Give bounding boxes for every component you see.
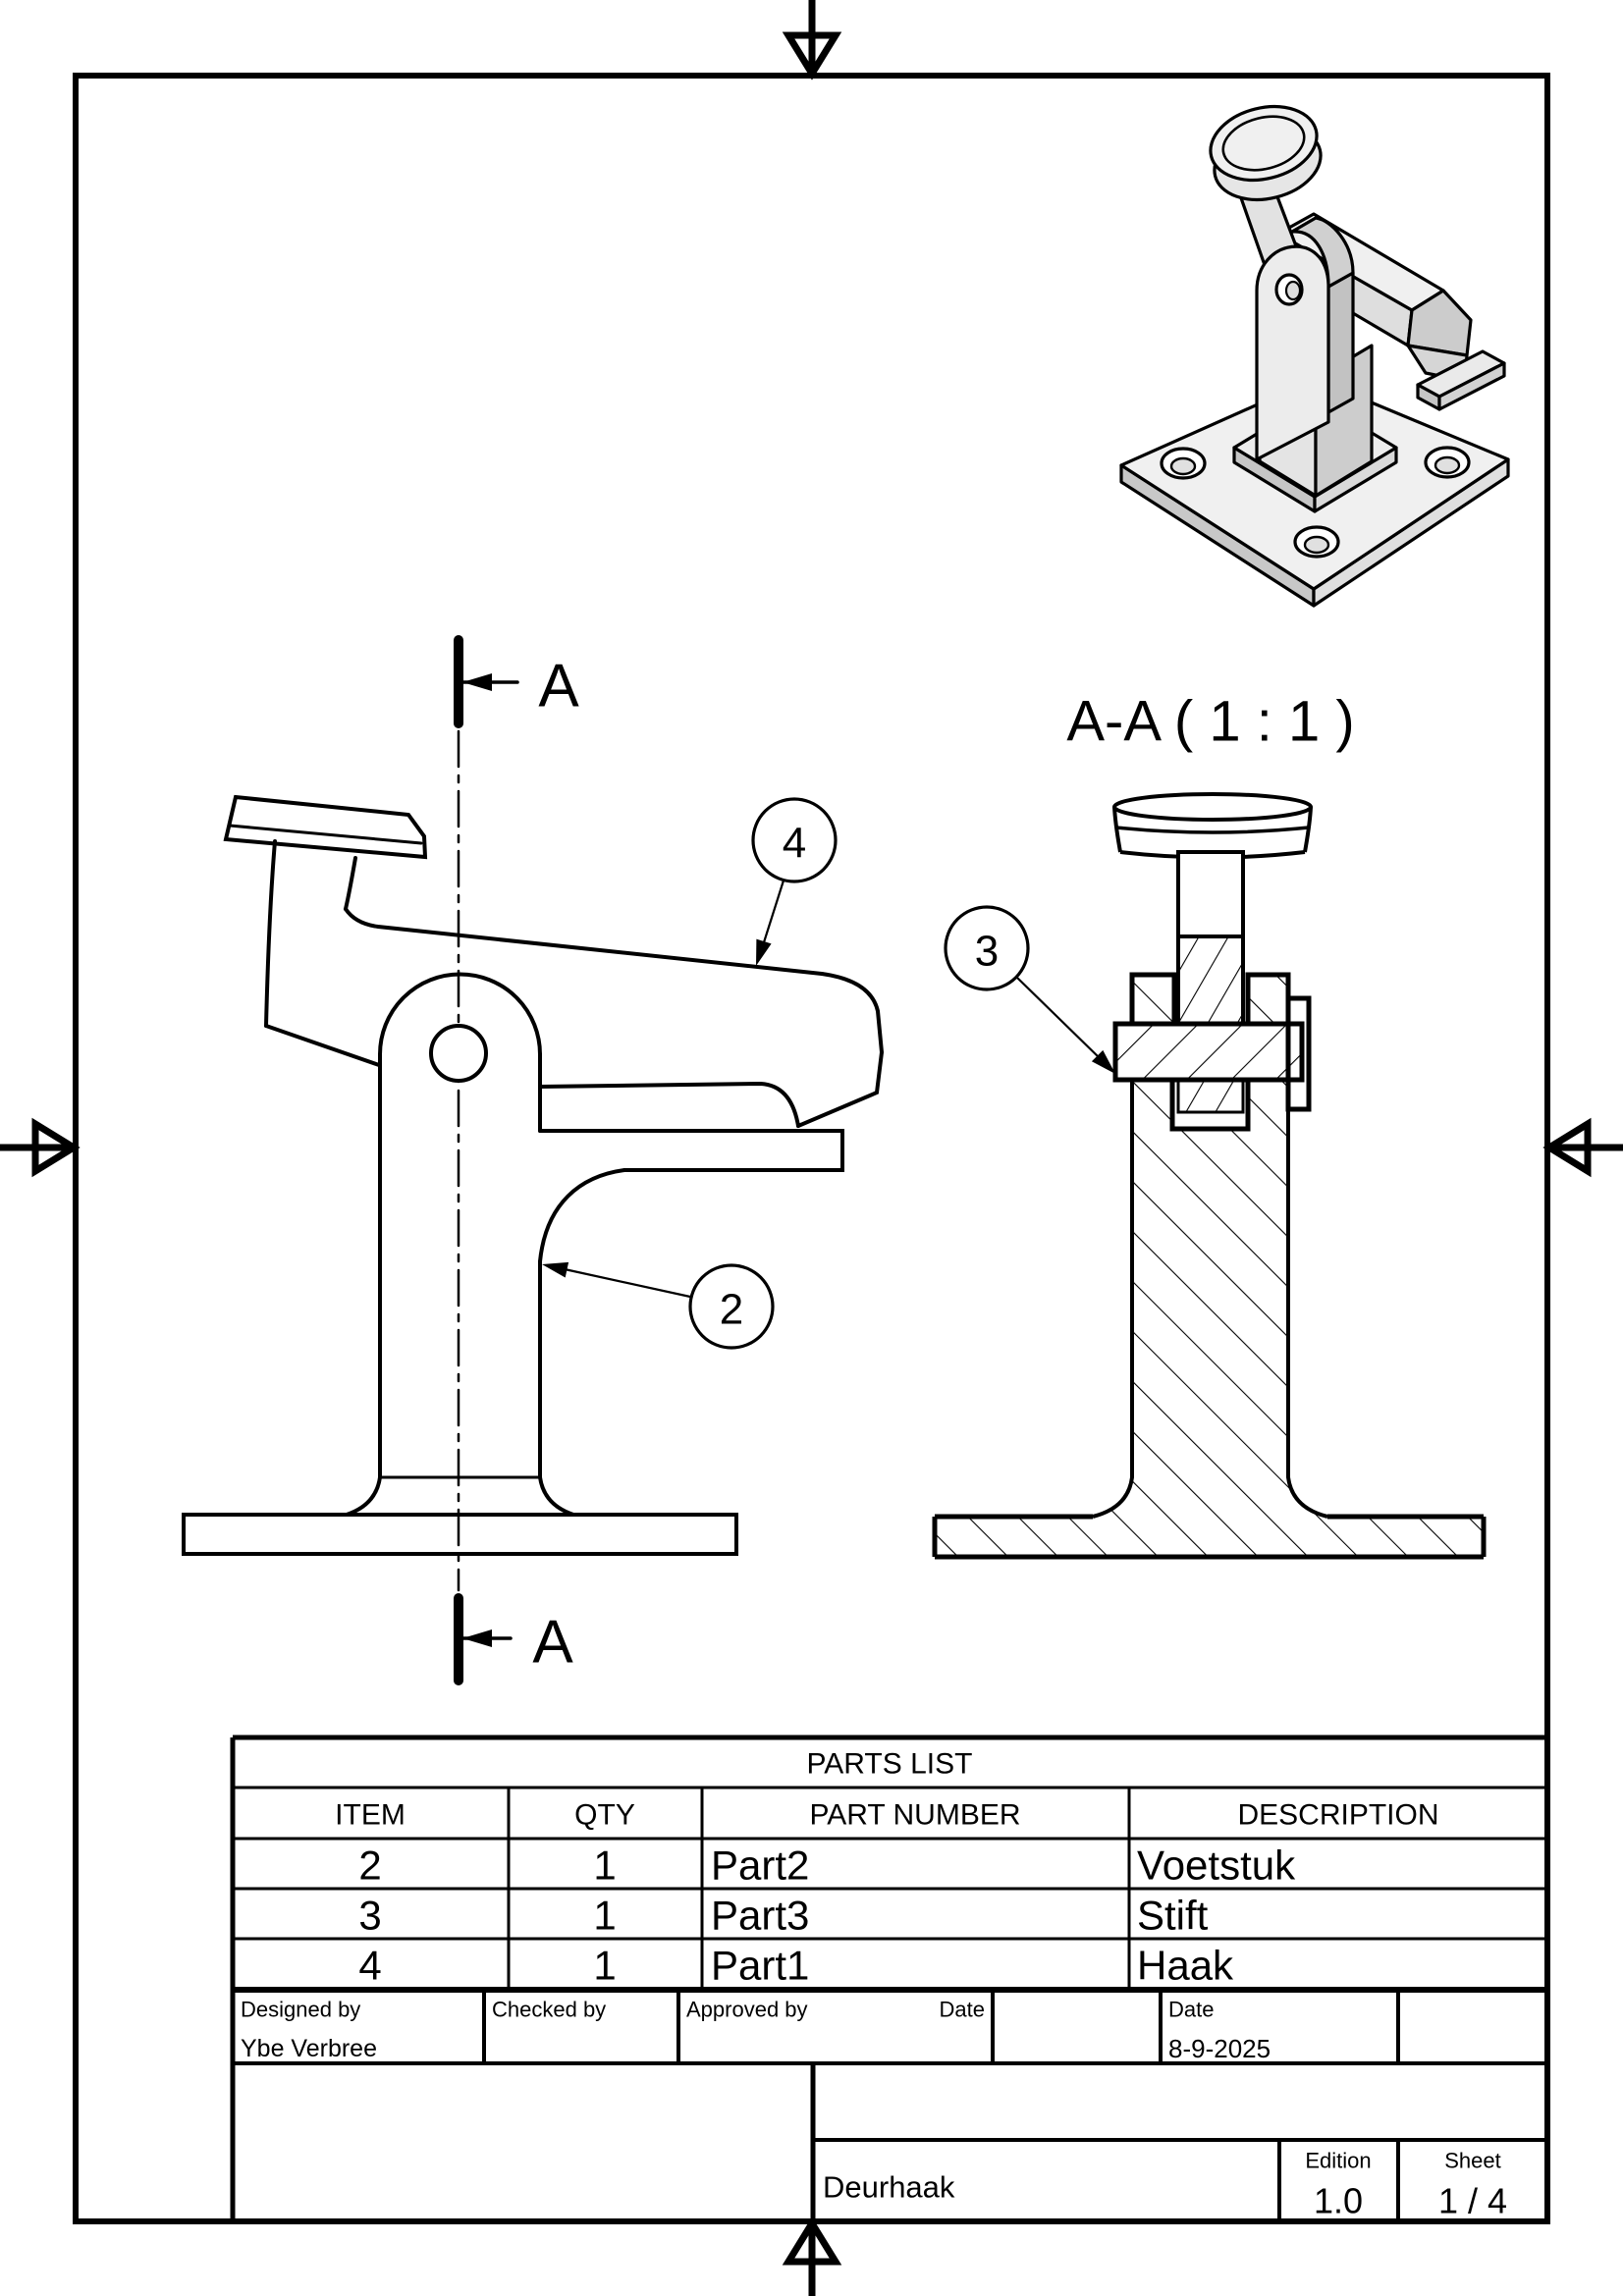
svg-text:3: 3 <box>975 928 999 976</box>
approved-date-label: Date <box>940 1998 985 2022</box>
svg-text:3: 3 <box>358 1893 381 1939</box>
side-view-hook <box>223 794 884 1128</box>
svg-text:4: 4 <box>358 1943 381 1989</box>
table-row: 3 1 Part3 Stift <box>358 1893 1208 1939</box>
sheet-label: Sheet <box>1444 2149 1501 2173</box>
iso-bracket-side <box>1326 271 1355 414</box>
section-stem-hatched <box>1176 934 1245 1026</box>
checked-by-label: Checked by <box>492 1998 606 2022</box>
svg-text:Stift: Stift <box>1137 1893 1209 1939</box>
svg-text:4: 4 <box>783 820 806 868</box>
table-row: 2 1 Part2 Voetstuk <box>358 1842 1296 1889</box>
side-view-post <box>182 972 844 1556</box>
designed-by-value: Ybe Verbree <box>241 2035 377 2062</box>
svg-text:Part1: Part1 <box>711 1943 809 1989</box>
section-arrow-bottom-icon <box>462 1629 492 1647</box>
section-post-fill <box>1093 1080 1327 1517</box>
table-row: 4 1 Part1 Haak <box>358 1943 1234 1989</box>
section-letter-top: A <box>538 653 579 721</box>
section-boss-hatched <box>1176 1078 1245 1114</box>
parts-list-title: PARTS LIST <box>807 1748 973 1781</box>
iso-base-hole-icon <box>1160 447 1207 480</box>
section-ear-right <box>1245 972 1291 1027</box>
date-label: Date <box>1168 1998 1214 2022</box>
section-flange-fill <box>935 1517 1484 1557</box>
svg-text:1: 1 <box>593 1893 616 1939</box>
designed-by-label: Designed by <box>241 1998 360 2022</box>
iso-base-hole-icon <box>1424 446 1471 479</box>
iso-knob-icon <box>1209 105 1323 201</box>
edition-label: Edition <box>1305 2149 1371 2173</box>
iso-tail-plate-side <box>1437 361 1506 411</box>
iso-view <box>1119 105 1510 608</box>
col-qty: QTY <box>574 1799 635 1832</box>
section-letter-bottom: A <box>532 1609 573 1677</box>
svg-text:Part3: Part3 <box>711 1893 809 1939</box>
svg-text:Haak: Haak <box>1137 1943 1234 1989</box>
svg-text:1: 1 <box>593 1842 616 1889</box>
centering-mark-bottom-icon <box>782 2216 842 2296</box>
centering-mark-left-icon <box>0 1117 81 1178</box>
centering-mark-right-icon <box>1542 1117 1623 1178</box>
hook-cap-line <box>228 824 423 845</box>
col-item: ITEM <box>335 1799 406 1832</box>
side-view <box>182 635 884 1685</box>
balloon-3: 3 <box>944 905 1115 1074</box>
edition-value: 1.0 <box>1314 2181 1363 2221</box>
post-ledge <box>538 1129 844 1172</box>
col-part-number: PART NUMBER <box>809 1799 1020 1832</box>
iso-base-hole-icon <box>1293 525 1340 559</box>
balloon-3-arrow-icon <box>1091 1049 1115 1074</box>
date-value: 8-9-2025 <box>1168 2034 1271 2063</box>
post-flange <box>182 1513 738 1556</box>
balloon-2: 2 <box>542 1261 775 1350</box>
svg-text:1: 1 <box>593 1943 616 1989</box>
svg-text:2: 2 <box>358 1842 381 1889</box>
parts-list: PARTS LIST ITEM QTY PART NUMBER DESCRIPT… <box>230 1735 1550 2221</box>
section-view: A-A ( 1 : 1 ) <box>932 690 1487 1560</box>
balloon-4-arrow-icon <box>756 938 772 966</box>
section-arrow-top-icon <box>462 673 492 691</box>
section-knob <box>1112 792 1313 860</box>
iso-bracket-top-sliver <box>1290 216 1355 289</box>
pivot-hole-icon <box>429 1024 488 1083</box>
sheet-value: 1 / 4 <box>1438 2181 1507 2221</box>
section-pin <box>1112 1021 1305 1083</box>
svg-text:Part2: Part2 <box>711 1842 809 1889</box>
section-ear-left <box>1129 972 1177 1027</box>
section-view-title: A-A ( 1 : 1 ) <box>1066 690 1354 754</box>
post-ledge-fillet <box>538 1168 626 1263</box>
iso-arm-end-face <box>1406 289 1473 357</box>
title-block: Designed by Ybe Verbree Checked by Appro… <box>233 1990 1547 2221</box>
centering-mark-top-icon <box>782 0 842 80</box>
drawing-title: Deurhaak <box>823 2170 955 2205</box>
balloon-4: 4 <box>751 797 838 966</box>
col-description: DESCRIPTION <box>1237 1799 1438 1832</box>
svg-text:Voetstuk: Voetstuk <box>1137 1842 1296 1889</box>
balloon-2-arrow-icon <box>542 1261 569 1278</box>
approved-by-label: Approved by <box>686 1998 808 2022</box>
iso-pivot-hole-icon <box>1274 273 1304 306</box>
post-top-arc <box>378 972 542 1056</box>
iso-bracket-face <box>1255 244 1330 461</box>
svg-text:2: 2 <box>720 1286 743 1334</box>
section-stem <box>1176 850 1245 938</box>
